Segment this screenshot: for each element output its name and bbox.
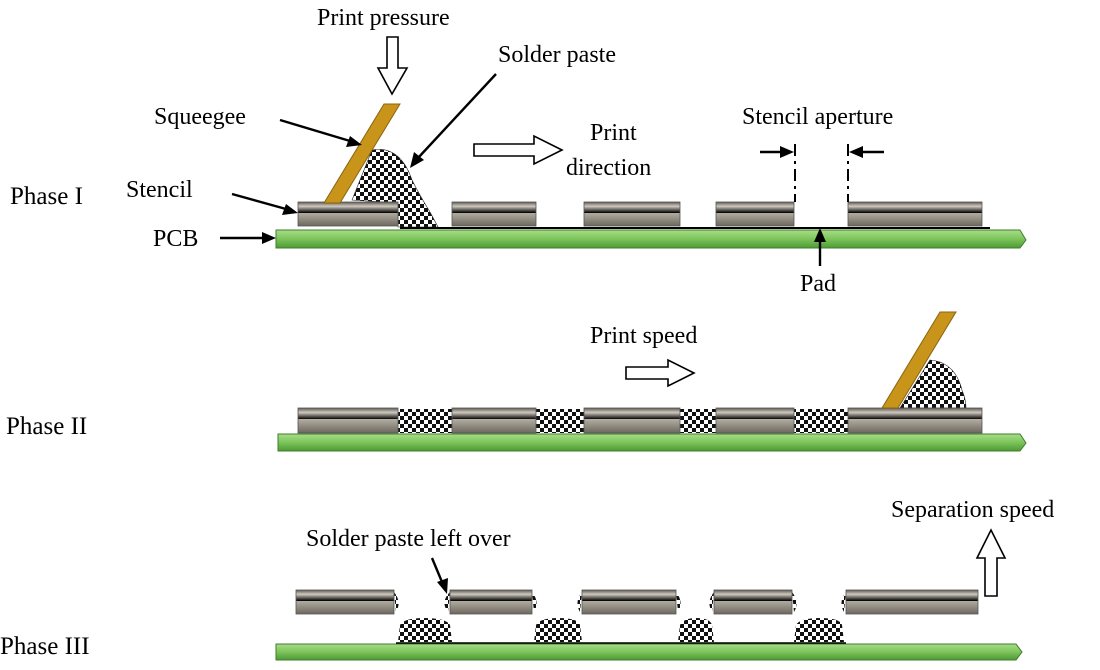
stencil-pointer-head bbox=[282, 204, 298, 215]
paste-fill-2a bbox=[398, 409, 452, 433]
leftover-paste-3f bbox=[709, 592, 714, 612]
squeegee-1 bbox=[323, 103, 401, 204]
phase-2-group: Phase II Print speed bbox=[6, 311, 1027, 452]
stencil-block-1b bbox=[451, 201, 537, 227]
pcb-board-1 bbox=[275, 229, 1027, 249]
paste-fill-2b bbox=[536, 409, 584, 433]
print-pressure-label: Print pressure bbox=[317, 5, 450, 31]
paste-deposit-3b bbox=[534, 618, 582, 642]
stencil-aperture-label: Stencil aperture bbox=[742, 104, 893, 130]
pad-label: Pad bbox=[800, 271, 836, 297]
leftover-paste-3c bbox=[532, 592, 537, 612]
print-direction-label-line1: Print bbox=[590, 120, 637, 146]
squeegee-pointer-head bbox=[346, 136, 362, 147]
separation-speed-label: Separation speed bbox=[891, 497, 1054, 523]
phase-3-group: Phase III Solder paste left over Separat… bbox=[0, 497, 1054, 661]
phase-1-label: Phase I bbox=[10, 183, 83, 210]
stencil-block-3c bbox=[581, 589, 677, 615]
stencil-block-2e bbox=[847, 407, 983, 434]
squeegee-pointer bbox=[279, 118, 351, 143]
print-speed-label: Print speed bbox=[590, 323, 697, 349]
phase-2-label: Phase II bbox=[6, 413, 87, 440]
leftover-paste-3d bbox=[577, 592, 582, 612]
paste-fill-2d bbox=[794, 409, 848, 433]
print-direction-arrow bbox=[473, 134, 564, 166]
stencil-block-1a bbox=[297, 201, 399, 227]
solder-paste-mound-1 bbox=[351, 149, 439, 228]
paste-deposit-3a bbox=[398, 618, 452, 642]
print-speed-arrow bbox=[625, 358, 696, 388]
pad-pointer-head bbox=[814, 228, 826, 242]
separation-speed-arrow bbox=[975, 528, 1007, 597]
squeegee-label: Squeegee bbox=[154, 104, 246, 130]
print-pressure-arrow bbox=[376, 36, 409, 96]
stencil-block-3a bbox=[295, 589, 395, 615]
stencil-block-3e bbox=[845, 589, 979, 615]
left-over-pointer bbox=[430, 557, 444, 583]
solder-paste-pointer-head bbox=[410, 152, 424, 168]
solder-paste-label: Solder paste bbox=[498, 42, 616, 68]
left-over-pointer-head bbox=[437, 578, 448, 594]
phase-1-group: Phase I Print pressure Solder paste Sque… bbox=[10, 5, 1027, 297]
leftover-paste-3e bbox=[676, 592, 681, 612]
stencil-block-1d bbox=[715, 201, 795, 227]
phase-3-label: Phase III bbox=[0, 633, 90, 660]
solder-paste-mound-2 bbox=[899, 359, 967, 409]
stencil-label: Stencil bbox=[126, 177, 193, 203]
leftover-paste-3h bbox=[841, 592, 846, 612]
stencil-pointer bbox=[231, 192, 287, 211]
paste-deposit-3c bbox=[678, 618, 714, 642]
squeegee-2 bbox=[881, 311, 957, 409]
aperture-left-arrow-head bbox=[780, 146, 794, 158]
leftover-paste-3g bbox=[792, 592, 797, 612]
pcb-board-2 bbox=[277, 433, 1027, 452]
stencil-block-2c bbox=[583, 407, 681, 434]
leftover-paste-3b bbox=[444, 592, 450, 612]
pcb-board-3 bbox=[275, 643, 1023, 661]
solder-paste-left-over-label: Solder paste left over bbox=[306, 526, 511, 552]
stencil-block-2d bbox=[715, 407, 795, 434]
solder-paste-pointer bbox=[417, 73, 497, 159]
paste-deposit-3d bbox=[794, 618, 844, 642]
leftover-paste-3a bbox=[394, 592, 399, 612]
stencil-block-3d bbox=[713, 589, 793, 615]
aperture-right-arrow-head bbox=[849, 146, 863, 158]
stencil-block-3b bbox=[449, 589, 533, 615]
paste-fill-2c bbox=[680, 409, 716, 433]
pcb-pointer-head bbox=[262, 232, 276, 244]
stencil-block-1c bbox=[583, 201, 681, 227]
stencil-block-1e bbox=[847, 201, 983, 227]
print-direction-label-line2: direction bbox=[566, 155, 651, 181]
stencil-block-2b bbox=[451, 407, 537, 434]
pcb-label: PCB bbox=[153, 226, 198, 252]
stencil-block-2a bbox=[297, 407, 399, 434]
